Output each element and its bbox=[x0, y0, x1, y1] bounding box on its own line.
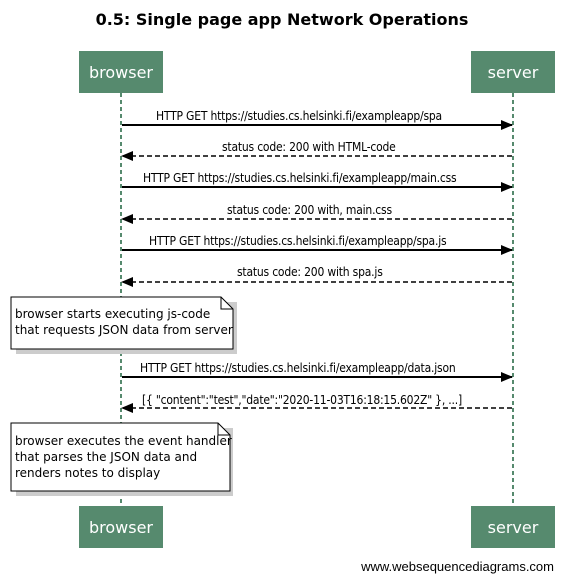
participant-browser-top: browser bbox=[79, 51, 163, 93]
note-box-1 bbox=[10, 296, 234, 350]
participant-browser-bottom: browser bbox=[79, 506, 163, 548]
message-label-8: [{ "content":"test","date":"2020-11-03T1… bbox=[142, 393, 462, 407]
message-label-6: status code: 200 with spa.js bbox=[237, 265, 383, 279]
message-label-1: HTTP GET https://studies.cs.helsinki.fi/… bbox=[156, 109, 442, 123]
diagram-title: 0.5: Single page app Network Operations bbox=[95, 10, 469, 29]
message-label-3: HTTP GET https://studies.cs.helsinki.fi/… bbox=[143, 171, 457, 185]
message-label-2: status code: 200 with HTML-code bbox=[222, 140, 396, 154]
participant-server-top: server bbox=[471, 51, 555, 93]
note-text-1: browser starts executing js-code that re… bbox=[15, 306, 233, 338]
participant-server-bottom: server bbox=[471, 506, 555, 548]
note-text-2: browser executes the event handler that … bbox=[15, 433, 232, 481]
message-label-4: status code: 200 with, main.css bbox=[227, 203, 392, 217]
note-1-line-2: that requests JSON data from server bbox=[15, 323, 233, 337]
note-2-line-2: that parses the JSON data and bbox=[15, 450, 198, 464]
note-1-line-1: browser starts executing js-code bbox=[15, 307, 211, 321]
note-2-line-3: renders notes to display bbox=[15, 466, 161, 480]
message-label-5: HTTP GET https://studies.cs.helsinki.fi/… bbox=[149, 234, 447, 248]
note-2-line-1: browser executes the event handler bbox=[15, 434, 232, 448]
footer-link[interactable]: www.websequencediagrams.com bbox=[361, 559, 554, 574]
note-box-2 bbox=[10, 422, 231, 492]
message-label-7: HTTP GET https://studies.cs.helsinki.fi/… bbox=[140, 361, 456, 375]
